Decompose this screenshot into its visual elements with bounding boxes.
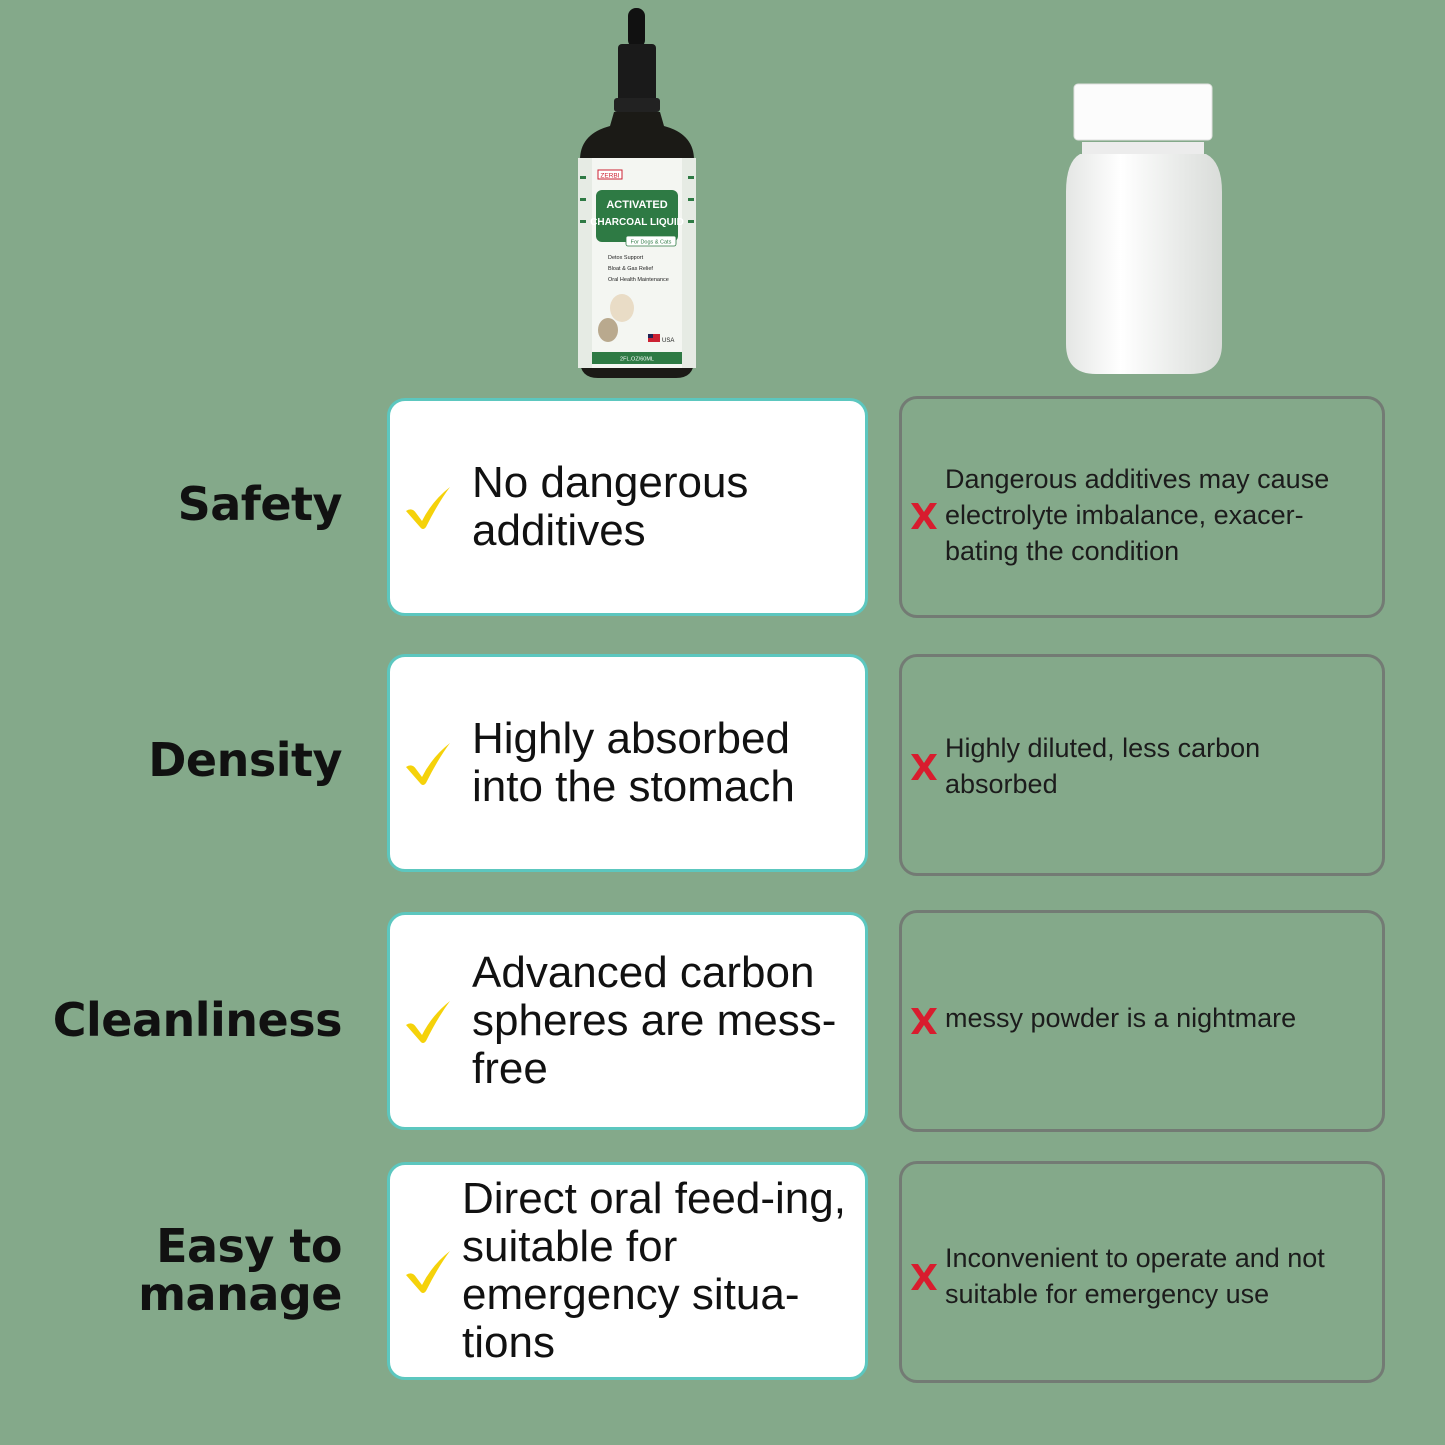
bottle-brand: ZERBI (600, 173, 619, 180)
bottle-benefit: Bloat & Gas Relief (608, 266, 653, 272)
check-icon (406, 743, 450, 785)
product-benefit-card: Highly absorbed into the stomach (387, 654, 868, 872)
bottle-name-line2: CHARCOAL LIQUID (590, 217, 684, 228)
x-icon (911, 1264, 937, 1290)
drawback-text: messy powder is a nightmare (945, 1003, 1297, 1033)
bottle-origin: USA (662, 338, 674, 344)
product-benefit-card: Advanced carbon spheres are mess-free (387, 912, 868, 1130)
row-label-easy-to-manage: Easy to manage (138, 1219, 342, 1321)
benefit-text: No dangerous additives (472, 458, 749, 555)
x-icon (911, 503, 937, 529)
benefit-text: Direct oral feed-ing, suitable for emerg… (462, 1174, 846, 1367)
white-powder-jar-image (1066, 83, 1222, 374)
drawback-text: Dangerous additives may cause electrolyt… (945, 464, 1330, 566)
row-label-safety: Safety (177, 477, 343, 531)
alternative-drawback-card: Highly diluted, less carbon absorbed (899, 654, 1385, 876)
x-icon (911, 754, 937, 780)
bottle-benefit: Detox Support (608, 255, 644, 261)
alternative-drawback-card: Inconvenient to operate and not suitable… (899, 1161, 1385, 1383)
alternative-drawback-card: Dangerous additives may cause electrolyt… (899, 396, 1385, 618)
product-benefit-card: Direct oral feed-ing, suitable for emerg… (387, 1162, 868, 1380)
row-label-cleanliness: Cleanliness (52, 993, 343, 1047)
product-benefit-card: No dangerous additives (387, 398, 868, 616)
activated-charcoal-bottle-image: ZERBI ACTIVATED CHARCOAL LIQUID For Dogs… (578, 8, 696, 378)
alternative-drawback-card: messy powder is a nightmare (899, 910, 1385, 1132)
bottle-benefit: Oral Health Maintenance (608, 277, 669, 283)
row-label-density: Density (148, 733, 342, 787)
bottle-volume: 2FL.OZ/60ML (620, 357, 654, 363)
check-icon (406, 1001, 450, 1043)
benefit-text: Highly absorbed into the stomach (472, 714, 795, 811)
check-icon (406, 1251, 450, 1293)
drawback-text: Inconvenient to operate and not suitable… (945, 1243, 1325, 1309)
bottle-name-line1: ACTIVATED (606, 199, 667, 211)
bottle-audience: For Dogs & Cats (631, 240, 672, 246)
check-icon (406, 487, 450, 529)
benefit-text: Advanced carbon spheres are mess-free (472, 948, 837, 1093)
x-icon (911, 1008, 937, 1034)
drawback-text: Highly diluted, less carbon absorbed (945, 733, 1261, 799)
